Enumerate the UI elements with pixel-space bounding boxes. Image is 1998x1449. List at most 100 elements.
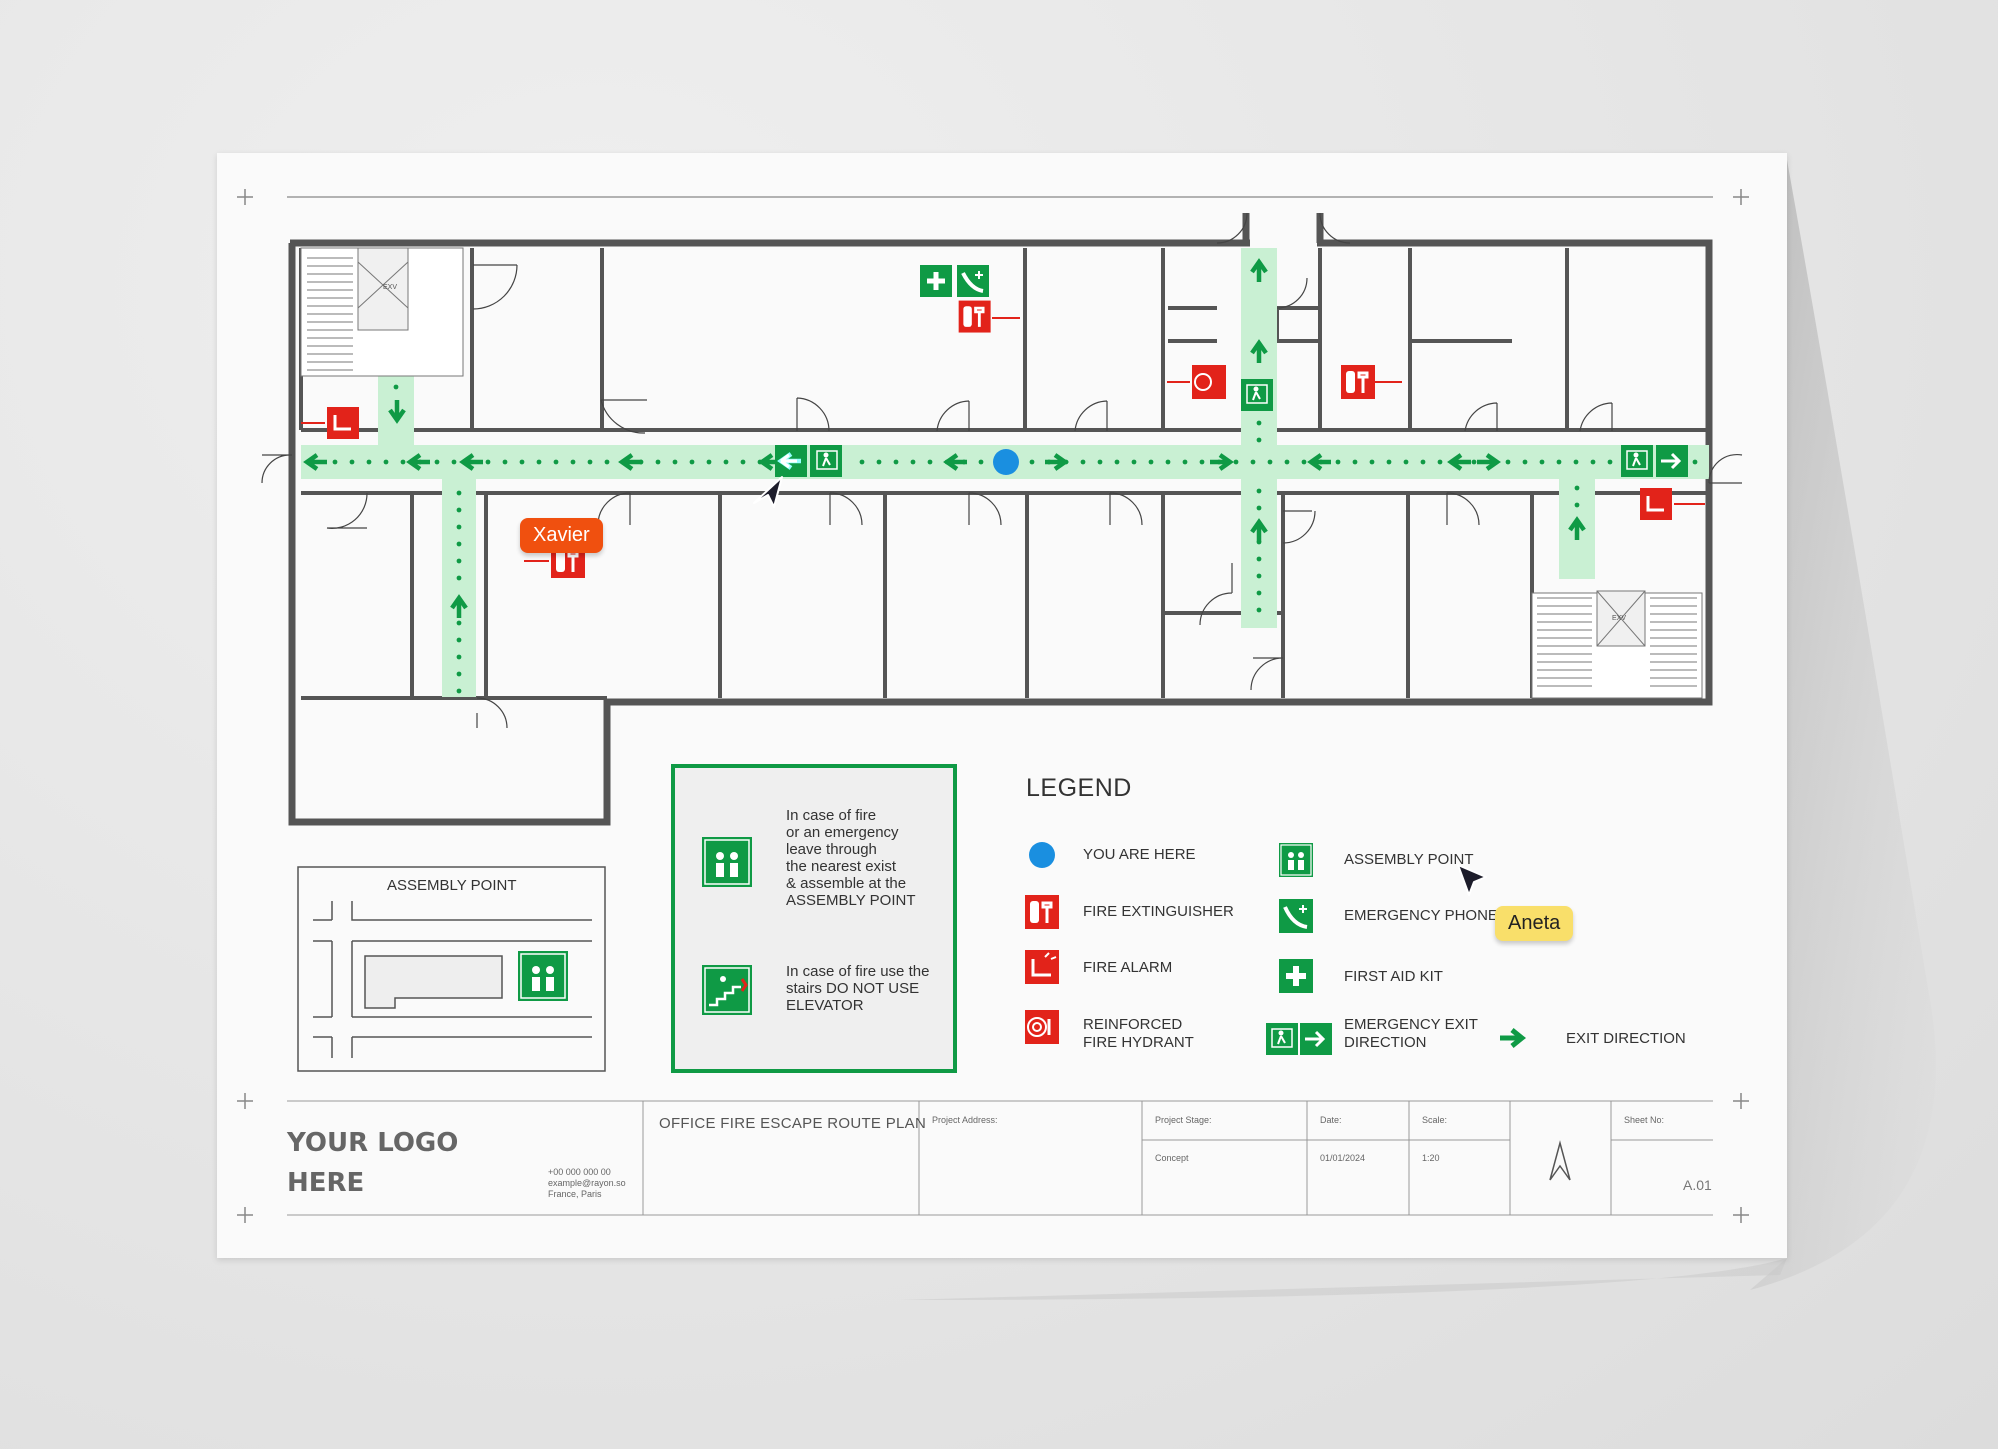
note1-line: In case of fire [786, 807, 877, 824]
legend-label-fire-hydrant-line1: REINFORCED [1083, 1016, 1183, 1033]
route-dot [1080, 459, 1086, 465]
note1-line: or an emergency [786, 824, 899, 841]
registration-marks [237, 189, 1749, 1223]
route-dot [349, 459, 355, 465]
contact-phone: +00 000 000 00 [548, 1167, 611, 1177]
date-value: 01/01/2024 [1320, 1153, 1366, 1163]
scale-label: Scale: [1422, 1115, 1448, 1125]
route-dot [536, 459, 542, 465]
route-dot [876, 459, 882, 465]
route-dot [1574, 485, 1580, 491]
route-dot [655, 459, 661, 465]
route-dot [456, 507, 462, 513]
legend-label-emergency-exit-line2: DIRECTION [1344, 1034, 1427, 1051]
route-dot [456, 620, 462, 626]
route-dot [1256, 505, 1262, 511]
route-dot [1256, 607, 1262, 613]
note2-line: ELEVATOR [786, 997, 864, 1014]
plan-fire-extinguisher-sign-1 [957, 299, 1020, 334]
route-dot [927, 459, 933, 465]
route-dot [1335, 459, 1341, 465]
plan-emergency-exit-sign-1 [775, 445, 842, 477]
route-dot [740, 459, 746, 465]
sheet-no-value: A.01 [1683, 1177, 1712, 1193]
note2-line: stairs DO NOT USE [786, 980, 920, 997]
route-dot [1148, 459, 1154, 465]
project-stage-value: Concept [1155, 1153, 1189, 1163]
aneta-cursor-label: Aneta [1495, 906, 1574, 941]
note-stairs-text: In case of fire use the stairs DO NOT US… [786, 963, 956, 1014]
north-arrow-icon [1549, 1140, 1571, 1181]
route-dot [383, 459, 389, 465]
route-dot [723, 459, 729, 465]
inner-walls [299, 248, 1709, 700]
route-dot [502, 459, 508, 465]
plan-first-aid-sign [920, 265, 952, 297]
route-dot [456, 688, 462, 694]
route-dot [393, 384, 399, 390]
legend-fire-extinguisher-icon [1023, 893, 1061, 931]
plan-emergency-phone-sign [957, 265, 989, 297]
route-dot [1437, 459, 1443, 465]
route-dot [1199, 459, 1205, 465]
route-dot [859, 459, 865, 465]
logo-placeholder: YOUR LOGO HERE [287, 1123, 458, 1203]
route-dot [604, 459, 610, 465]
plan-fire-extinguisher-sign-2 [1339, 363, 1402, 401]
legend-you-are-here-dot [1029, 842, 1055, 868]
legend-title: LEGEND [1026, 774, 1132, 802]
legend-exit-arrow-icon [1500, 1028, 1527, 1048]
route-dot [451, 459, 457, 465]
note1-line: leave through [786, 841, 877, 858]
route-dot [553, 459, 559, 465]
route-dot [1692, 459, 1698, 465]
route-dot [456, 671, 462, 677]
route-dot [456, 637, 462, 643]
legend-emergency-phone-icon [1279, 899, 1313, 933]
legend-label-fire-extinguisher: FIRE EXTINGUISHER [1083, 903, 1234, 920]
plan-fire-alarm-sign-1 [301, 407, 359, 439]
plan-fire-alarm-sign-2 [1640, 488, 1705, 520]
stairs-left [300, 247, 464, 377]
route-dot [1471, 459, 1477, 465]
route-dot [1301, 459, 1307, 465]
route-dot [689, 459, 695, 465]
route-dot [456, 524, 462, 530]
route-dot [1573, 459, 1579, 465]
logo-line-1: YOUR LOGO [287, 1128, 459, 1158]
route-dot [456, 558, 462, 564]
route-dot [978, 459, 984, 465]
legend-assembly-point-icon [1279, 843, 1313, 877]
legend-label-emergency-phone: EMERGENCY PHONE [1344, 907, 1498, 924]
route-dot [1386, 459, 1392, 465]
floor-plan-sheet: EXV EXV [217, 153, 1787, 1258]
route-dot [456, 490, 462, 496]
legend-label-emergency-exit-line1: EMERGENCY EXIT [1344, 1016, 1478, 1033]
sheet-no-label: Sheet No: [1624, 1115, 1665, 1125]
legend-label-first-aid: FIRST AID KIT [1344, 968, 1443, 985]
note1-line: ASSEMBLY POINT [786, 892, 916, 909]
note-assembly-text: In case of fire or an emergency leave th… [786, 807, 946, 909]
contact-location: France, Paris [548, 1189, 602, 1199]
elevator-label-left: EXV [383, 284, 397, 291]
route-dot [456, 575, 462, 581]
route-dot [1590, 459, 1596, 465]
route-dot [1539, 459, 1545, 465]
route-dot [893, 459, 899, 465]
plan-fire-hydrant-sign-1 [1167, 365, 1226, 399]
route-dot [434, 459, 440, 465]
route-dot [910, 459, 916, 465]
route-dot [1256, 437, 1262, 443]
legend-label-exit-direction: EXIT DIRECTION [1566, 1030, 1686, 1047]
route-dot [1256, 420, 1262, 426]
floor-plan-drawing: EXV EXV [237, 189, 1749, 1223]
note-stairs-icon [702, 965, 752, 1015]
legend-fire-alarm-icon [1025, 950, 1059, 984]
route-dot [1403, 459, 1409, 465]
route-arrows [307, 262, 1584, 618]
route-dot [1165, 459, 1171, 465]
route-dot [1233, 459, 1239, 465]
route-dot [1369, 459, 1375, 465]
route-dot [1250, 459, 1256, 465]
